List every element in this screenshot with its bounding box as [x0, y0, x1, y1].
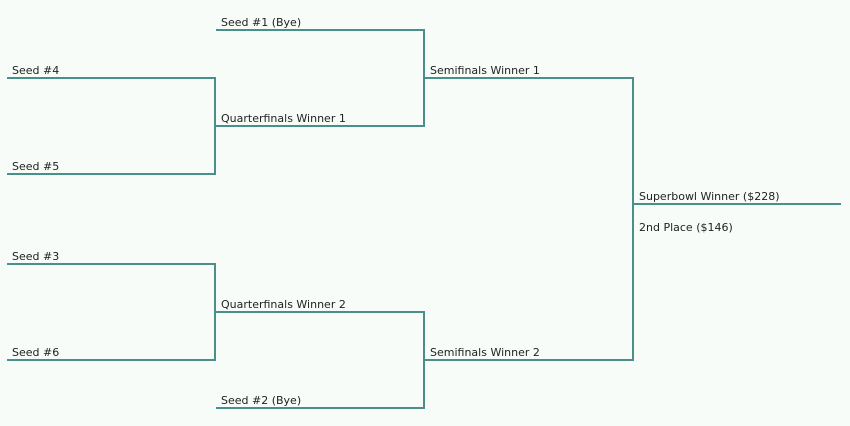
bracket-line-sf1 [425, 77, 634, 79]
second-place-label: 2nd Place ($146) [639, 221, 733, 234]
superbowl-winner-label: Superbowl Winner ($228) [639, 190, 780, 203]
bracket-line-seed5 [7, 173, 216, 175]
seed-5-label: Seed #5 [12, 160, 60, 173]
semifinals-winner-2-label: Semifinals Winner 2 [430, 346, 540, 359]
bracket-line-seed4 [7, 77, 216, 79]
quarterfinals-winner-1-label: Quarterfinals Winner 1 [221, 112, 346, 125]
bracket-connector-qf1 [214, 77, 216, 175]
bracket-line-seed1 [216, 29, 425, 31]
bracket-line-winner [634, 203, 841, 205]
seed-2-label: Seed #2 (Bye) [221, 394, 302, 407]
bracket-connector-qf2 [214, 263, 216, 361]
quarterfinals-winner-2-label: Quarterfinals Winner 2 [221, 298, 346, 311]
bracket-connector-final [632, 77, 634, 361]
bracket-line-qf2 [216, 311, 425, 313]
bracket-line-seed3 [7, 263, 216, 265]
seed-1-label: Seed #1 (Bye) [221, 16, 302, 29]
bracket-line-seed2 [216, 407, 425, 409]
seed-6-label: Seed #6 [12, 346, 60, 359]
seed-4-label: Seed #4 [12, 64, 60, 77]
bracket-line-sf2 [425, 359, 634, 361]
bracket-connector-sf1 [423, 29, 425, 127]
bracket-line-seed6 [7, 359, 216, 361]
bracket-connector-sf2 [423, 311, 425, 409]
bracket-line-qf1 [216, 125, 425, 127]
seed-3-label: Seed #3 [12, 250, 60, 263]
semifinals-winner-1-label: Semifinals Winner 1 [430, 64, 540, 77]
